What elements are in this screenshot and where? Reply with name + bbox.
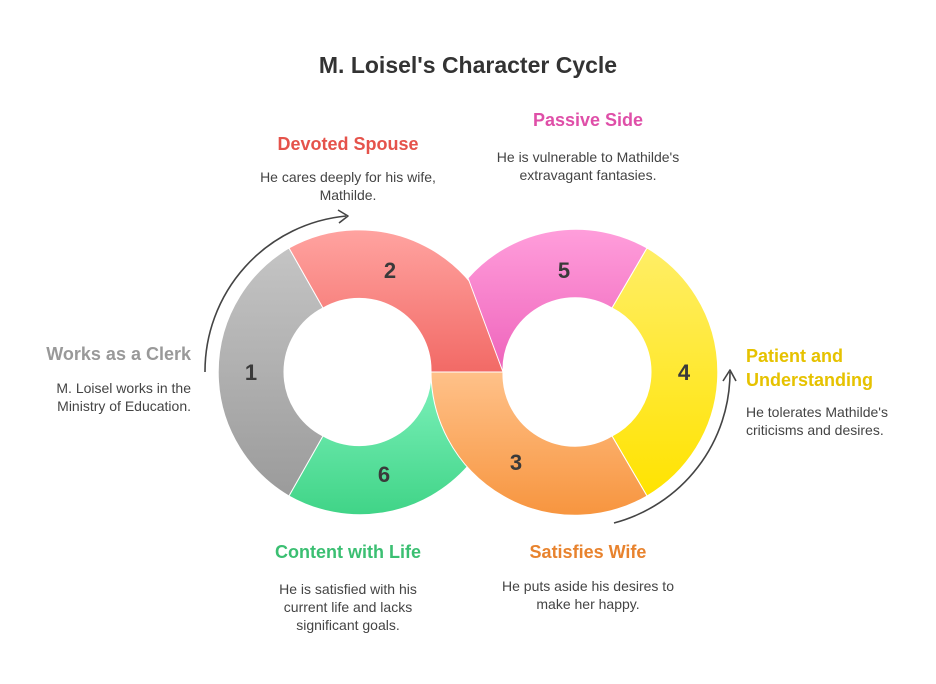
label-works-as-clerk: Works as a Clerk [10,344,191,365]
segment-4-label: Patient and Understanding [746,346,874,390]
right-ring-hole [504,301,646,443]
segment-6-number: 6 [378,462,390,487]
cycle-arrow-icon-left [204,209,349,373]
desc-works-as-clerk: M. Loisel works in the Ministry of Educa… [56,380,191,414]
segment-1-number: 1 [245,360,257,385]
segment-6-label: Content with Life [275,542,421,562]
label-content-with-life: Content with Life [228,542,468,563]
segment-2-number: 2 [384,258,396,283]
segment-1 [217,247,324,497]
label-devoted-spouse: Devoted Spouse [228,134,468,155]
segment-3-number: 3 [510,450,522,475]
desc-patient-understanding: He tolerates Mathilde's criticisms and d… [746,404,888,438]
left-ring-hole [288,301,430,443]
desc-passive-side: He is vulnerable to Mathilde's extravaga… [496,149,680,183]
segment-5-label: Passive Side [532,110,644,130]
diagram-title: M. Loisel's Character Cycle [318,52,618,78]
segment-1-label: Works as a Clerk [46,344,191,364]
segment-2-label: Devoted Spouse [277,134,419,154]
desc-satisfies-wife: He puts aside his desires to make her ha… [502,578,674,612]
desc-devoted-spouse: He cares deeply for his wife, Mathilde. [260,169,436,203]
label-satisfies-wife: Satisfies Wife [468,542,708,563]
label-patient-understanding: Patient and Understanding [746,344,916,392]
label-passive-side: Passive Side [468,110,708,131]
segment-4-number: 4 [678,360,691,385]
segment-5-number: 5 [558,258,570,283]
segment-3-label: Satisfies Wife [529,542,647,562]
desc-content-with-life: He is satisfied with his current life an… [279,581,417,633]
segment-4 [611,247,719,497]
segment-3 [430,371,648,516]
cycle-arrow-icon-right [613,369,737,524]
